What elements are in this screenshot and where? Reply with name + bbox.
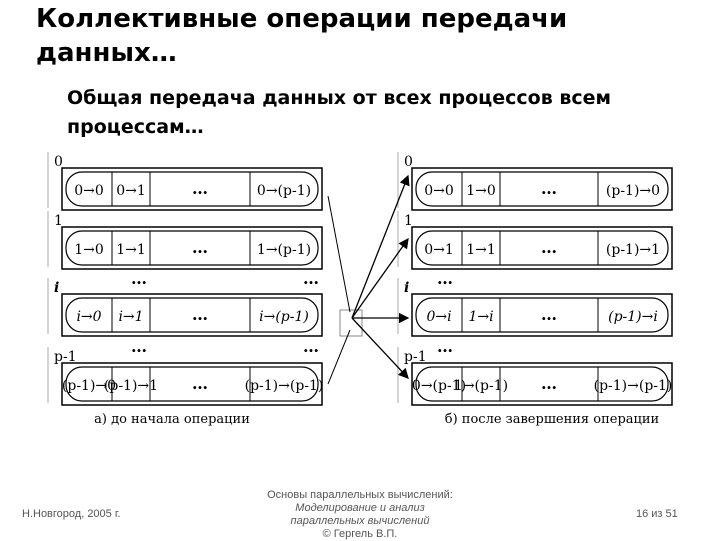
- left-cell-ellipsis: …: [192, 179, 208, 198]
- right-cell: 1→0: [466, 183, 496, 199]
- right-row-box: [415, 171, 669, 207]
- left-cell: (p-1)→(p-1): [245, 378, 324, 394]
- left-cell: (p-1)→0: [62, 378, 116, 394]
- left-cell: (p-1)→1: [104, 378, 158, 394]
- right-row-label: 0: [404, 154, 413, 170]
- right-row-box: [415, 366, 669, 402]
- left-vertical-ellipsis: …: [131, 269, 147, 288]
- left-cell: 1→1: [116, 242, 146, 258]
- footer-course: Основы параллельных вычислений: Моделиро…: [230, 489, 490, 541]
- right-cell: 0→1: [424, 242, 454, 258]
- right-cell: 1→(p-1): [454, 378, 508, 394]
- right-row-label: 1: [404, 213, 413, 229]
- right-row-frame: [411, 293, 673, 337]
- left-cell-ellipsis: …: [192, 305, 208, 324]
- right-cell: 1→1: [466, 242, 496, 258]
- footer-course-line2: Моделирование и анализ: [295, 502, 425, 514]
- exchange-arrow: [351, 317, 409, 379]
- diagram-layer: 0 0→0 0→1 … 0→(p-1) 1 1→0 1→1 … 1→(p-1) i i→0 i→1 … i→…: [47, 152, 673, 427]
- right-row-box: [415, 297, 669, 333]
- exchange-line: [327, 329, 351, 385]
- left-row-label: 1: [54, 213, 63, 229]
- right-row-frame: [411, 226, 673, 270]
- left-vertical-ellipsis: …: [131, 337, 147, 356]
- left-vertical-ellipsis: …: [303, 337, 319, 356]
- exchange-node: [339, 309, 363, 337]
- right-cell: (p-1)→0: [606, 183, 660, 199]
- exchange-arrow: [351, 174, 410, 319]
- left-row-frame: [61, 167, 323, 211]
- left-cell: 0→1: [116, 183, 146, 199]
- right-row-box: [415, 230, 669, 266]
- footer-page-number: 16 из 51: [636, 508, 678, 520]
- left-row-box: [65, 366, 319, 402]
- left-row-label: p-1: [54, 349, 77, 365]
- footer-course-line3: параллельных вычислений: [290, 515, 430, 527]
- left-row-frame: [61, 226, 323, 270]
- right-cell: 0→i: [426, 309, 451, 325]
- left-cell: i→1: [118, 309, 143, 325]
- left-row-frame: [61, 362, 323, 406]
- left-cell: 0→0: [74, 183, 104, 199]
- right-cell: (p-1)→1: [606, 242, 660, 258]
- footer-course-line1: Основы параллельных вычислений:: [267, 489, 453, 501]
- right-cell: (p-1)→i: [608, 309, 658, 325]
- right-cell: (p-1)→(p-1): [594, 378, 673, 394]
- right-row-frame: [411, 362, 673, 406]
- right-cell-ellipsis: …: [541, 374, 557, 393]
- left-row-box: [65, 230, 319, 266]
- right-cell: 1→i: [468, 309, 493, 325]
- exchange-line: [327, 195, 351, 313]
- left-vertical-ellipsis: …: [303, 269, 319, 288]
- left-row-label: 0: [54, 154, 63, 170]
- slide-title: Коллективные операции передачи данных…: [36, 4, 568, 68]
- right-vertical-ellipsis: …: [437, 269, 453, 288]
- footer-course-line4: © Гергель В.П.: [322, 528, 398, 540]
- right-vertical-ellipsis: …: [437, 337, 453, 356]
- right-cell-ellipsis: …: [541, 179, 557, 198]
- left-row-box: [65, 171, 319, 207]
- left-row-box: [65, 297, 319, 333]
- left-cell-ellipsis: …: [192, 374, 208, 393]
- right-row-label: i: [404, 280, 409, 296]
- left-caption: а) до начала операции: [94, 412, 250, 427]
- right-caption: б) после завершения операции: [445, 412, 659, 427]
- left-row-label: i: [54, 280, 59, 296]
- left-cell-ellipsis: …: [192, 238, 208, 257]
- right-cell-ellipsis: …: [541, 238, 557, 257]
- left-cell: i→(p-1): [259, 309, 309, 325]
- footer-location: Н.Новгород, 2005 г.: [22, 508, 121, 520]
- right-cell: 0→0: [424, 183, 454, 199]
- left-cell: 1→0: [74, 242, 104, 258]
- left-cell: i→0: [76, 309, 101, 325]
- right-cell-ellipsis: …: [541, 305, 557, 324]
- right-row-label: p-1: [404, 349, 427, 365]
- right-cell: 0→(p-1): [412, 378, 466, 394]
- slide-subtitle: Общая передача данных от всех процессов …: [67, 87, 612, 138]
- left-cell: 1→(p-1): [257, 242, 311, 258]
- right-row-frame: [411, 167, 673, 211]
- left-row-frame: [61, 293, 323, 337]
- exchange-arrow: [351, 237, 409, 319]
- left-cell: 0→(p-1): [257, 183, 311, 199]
